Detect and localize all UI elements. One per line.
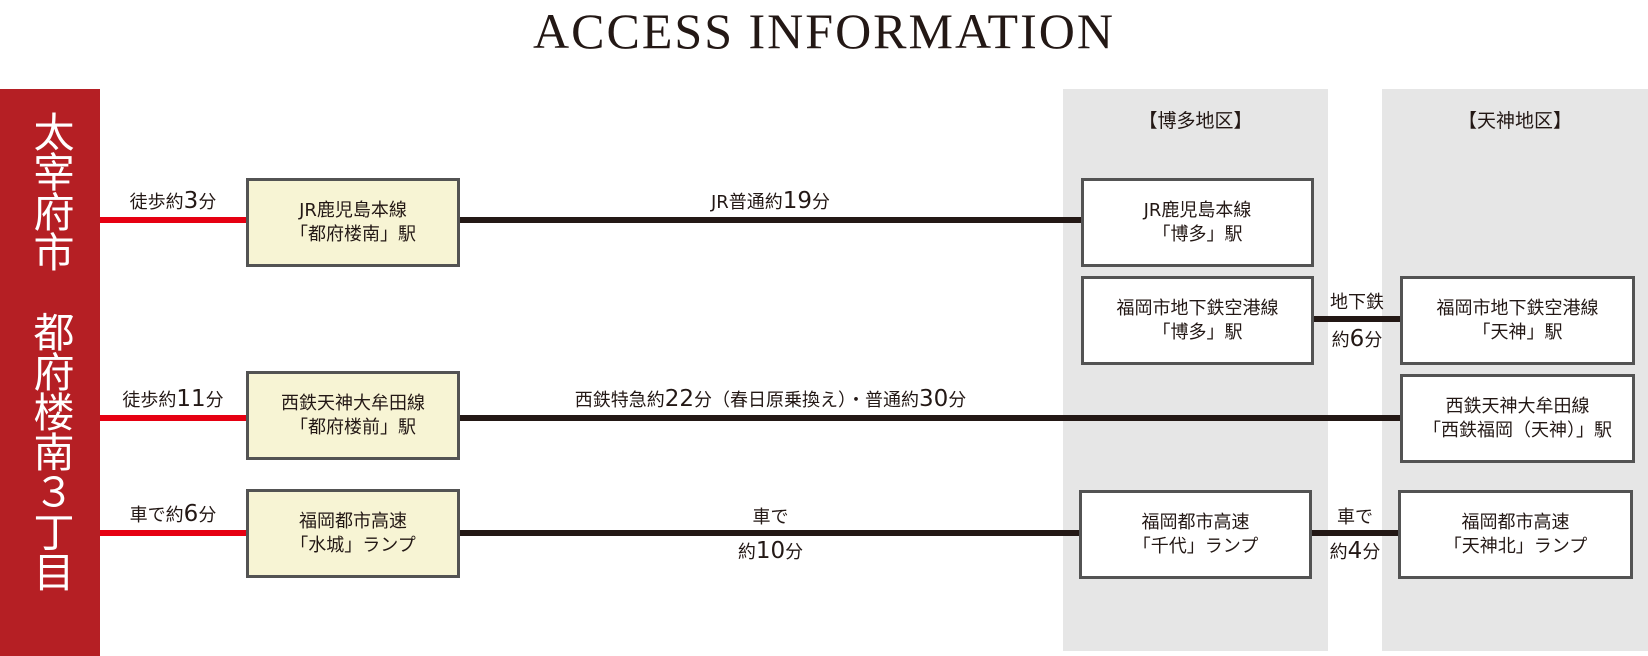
ramp-name: 「天神北」ランプ [1443,535,1588,557]
subway-travel-time: 約6分 [1331,326,1383,352]
nishitetsu-origin-station-box: 西鉄天神大牟田線 「都府楼前」駅 [246,371,460,460]
tenjin-area-label: 【天神地区】 [1457,110,1572,132]
ramp-name: 「水城」ランプ [290,534,416,556]
car-access-line [100,530,246,536]
car-origin-ramp-box: 福岡都市高速 「水城」ランプ [246,489,460,578]
nishitetsu-travel-time: 西鉄特急約22分（春日原乗換え）・普通約30分 [574,386,967,412]
station-name: 「天神」駅 [1472,321,1563,343]
nishitetsu-walk-line [100,415,246,421]
station-line-name: 西鉄天神大牟田線 [1445,395,1590,417]
jr-travel-time: JR普通約19分 [710,188,831,214]
page-title: ACCESS INFORMATION [533,3,1115,59]
station-line-name: 福岡市地下鉄空港線 [1116,297,1279,319]
car-highway-line-2 [1312,530,1398,536]
car-tenjin-ramp-box: 福岡都市高速 「天神北」ランプ [1398,490,1633,579]
subway-line [1314,316,1400,322]
car-hakata-ramp-box: 福岡都市高速 「千代」ランプ [1079,490,1312,579]
subway-hakata-station-box: 福岡市地下鉄空港線 「博多」駅 [1081,276,1314,365]
jr-walk-line [100,217,246,223]
car-highway-line [460,530,1081,536]
jr-rail-line [460,217,1081,223]
station-name: 「都府楼前」駅 [290,416,416,438]
origin-block: 太宰府市 都府楼南３丁目 [0,89,100,656]
station-line-name: JR鹿児島本線 [1143,199,1252,221]
jr-origin-station-box: JR鹿児島本線 「都府楼南」駅 [246,178,460,267]
highway-name: 福岡都市高速 [1141,511,1250,533]
nishitetsu-rail-line [460,415,1400,421]
origin-label: 太宰府市 都府楼南３丁目 [26,111,74,591]
car-access-time: 車で約6分 [129,501,217,527]
subway-travel-mode: 地下鉄 [1330,292,1384,313]
station-name: 「西鉄福岡（天神）」駅 [1423,419,1612,441]
station-name: 「博多」駅 [1152,321,1243,343]
car-travel-mode-2: 車で [1337,507,1373,528]
car-travel-time: 約10分 [737,538,804,564]
car-travel-mode: 車で [752,507,789,528]
car-travel-time-2: 約4分 [1329,538,1381,564]
jr-hakata-station-box: JR鹿児島本線 「博多」駅 [1081,178,1314,267]
ramp-name: 「千代」ランプ [1132,535,1259,557]
station-line-name: JR鹿児島本線 [299,199,407,221]
jr-walk-time: 徒歩約3分 [129,188,217,214]
highway-name: 福岡都市高速 [299,510,407,532]
station-line-name: 西鉄天神大牟田線 [281,392,425,414]
highway-name: 福岡都市高速 [1461,511,1570,533]
subway-tenjin-station-box: 福岡市地下鉄空港線 「天神」駅 [1400,276,1635,365]
station-line-name: 福岡市地下鉄空港線 [1436,297,1599,319]
hakata-area-label: 【博多地区】 [1138,110,1253,132]
station-name: 「都府楼南」駅 [290,223,416,245]
nishitetsu-tenjin-station-box: 西鉄天神大牟田線 「西鉄福岡（天神）」駅 [1400,374,1635,463]
station-name: 「博多」駅 [1152,223,1243,245]
nishitetsu-walk-time: 徒歩約11分 [122,386,224,412]
